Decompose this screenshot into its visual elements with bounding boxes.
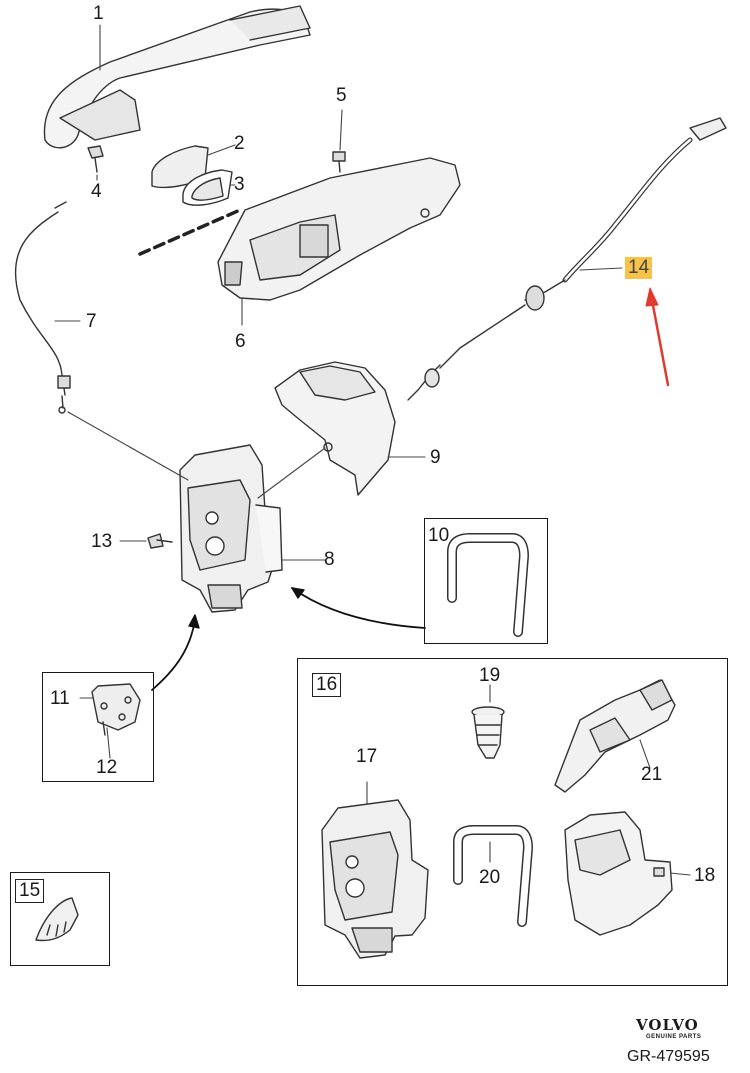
lock-8-part xyxy=(179,444,283,613)
callout-19: 19 xyxy=(479,665,501,686)
callout-6: 6 xyxy=(235,331,246,352)
striker-part xyxy=(91,683,141,736)
diagram-reference: GR-479595 xyxy=(627,1048,710,1065)
screw-13-part xyxy=(147,533,173,549)
seal-10-part xyxy=(447,533,529,637)
callout-21: 21 xyxy=(641,764,663,785)
callout-3: 3 xyxy=(234,174,245,195)
brand-logo: VOLVO xyxy=(636,1016,699,1034)
callout-13: 13 xyxy=(91,531,113,552)
detail-box-16 xyxy=(297,658,728,986)
callout-9: 9 xyxy=(430,447,441,468)
detail-box-11-12 xyxy=(42,672,154,782)
callout-16: 16 xyxy=(312,673,342,697)
bracket-18-part xyxy=(564,811,673,936)
rod-7-part xyxy=(14,201,71,414)
bracket-9-part xyxy=(274,361,396,496)
cap-15-part xyxy=(35,897,79,942)
screw-4-part xyxy=(87,145,104,173)
callout-15: 15 xyxy=(15,879,45,903)
exterior-handle-part xyxy=(43,5,311,149)
seal-20-part xyxy=(453,825,533,927)
callout-17: 17 xyxy=(356,746,378,767)
callout-12: 12 xyxy=(96,757,118,778)
red-pointer-arrow xyxy=(645,287,670,387)
brand-tagline: GENUINE PARTS xyxy=(646,1034,702,1040)
bolt-5-part xyxy=(332,151,346,173)
detail-box-10 xyxy=(424,518,548,644)
callout-8: 8 xyxy=(324,549,335,570)
detail-box-15 xyxy=(10,872,110,966)
callout-7: 7 xyxy=(86,311,97,332)
clip-19-part xyxy=(471,706,505,759)
lock-17-part xyxy=(321,799,429,959)
callout-11: 11 xyxy=(50,688,70,709)
actuator-21-part xyxy=(554,679,676,793)
callout-14: 14 xyxy=(625,257,653,279)
callout-4: 4 xyxy=(91,181,102,202)
callout-10: 10 xyxy=(428,525,450,546)
cable-14-part xyxy=(407,117,727,401)
cover-2-part xyxy=(151,145,209,189)
callout-5: 5 xyxy=(336,85,347,106)
callout-18: 18 xyxy=(694,865,716,886)
handle-bracket-part xyxy=(217,157,461,301)
callout-1: 1 xyxy=(93,3,104,24)
callout-2: 2 xyxy=(234,133,245,154)
callout-20: 20 xyxy=(479,867,501,888)
